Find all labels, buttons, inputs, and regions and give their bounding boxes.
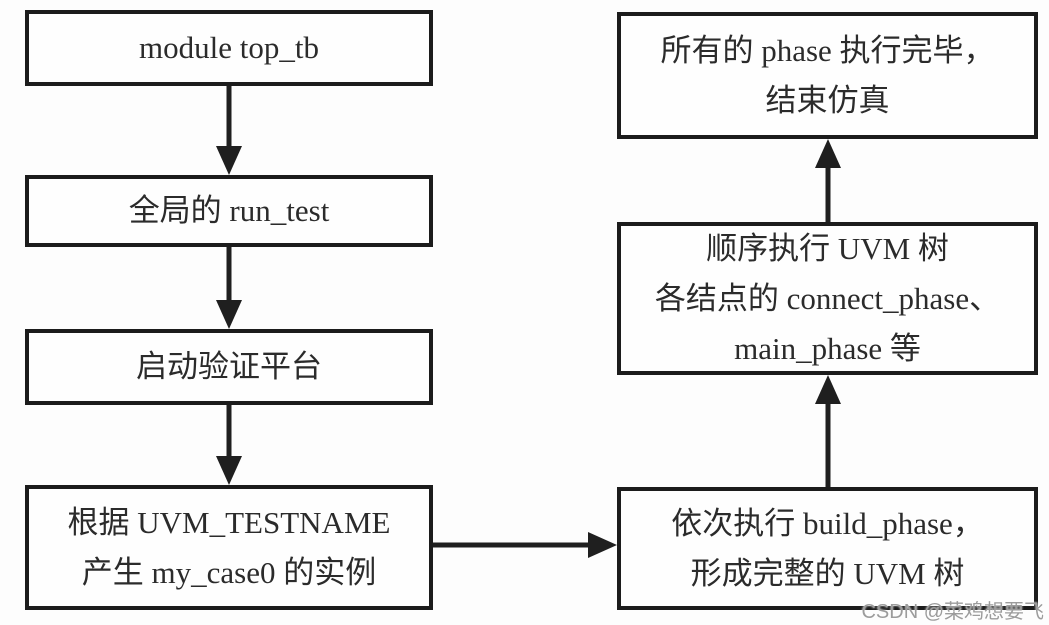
arrow-top-tb-to-run-test <box>216 86 242 175</box>
arrow-build-phase-to-run-phases <box>815 375 841 487</box>
node-finish: 所有的 phase 执行完毕， 结束仿真 <box>617 12 1038 139</box>
node-build-phase: 依次执行 build_phase， 形成完整的 UVM 树 <box>617 487 1038 610</box>
arrow-run-phases-to-finish <box>815 139 841 222</box>
arrow-start-platform-to-create-instance <box>216 405 242 485</box>
node-create-instance-label-line2: 产生 my_case0 的实例 <box>81 554 377 590</box>
node-build-phase-label-line2: 形成完整的 UVM 树 <box>690 555 965 591</box>
node-module-top-tb: module top_tb <box>25 10 433 86</box>
node-run-phases-label-line2: 各结点的 connect_phase、 <box>654 280 1001 316</box>
node-finish-label-line1: 所有的 phase 执行完毕， <box>660 32 995 68</box>
node-finish-label-line2: 结束仿真 <box>765 82 890 118</box>
node-run-phases: 顺序执行 UVM 树 各结点的 connect_phase、 main_phas… <box>617 222 1038 375</box>
node-run-phases-label-line1: 顺序执行 UVM 树 <box>706 230 949 266</box>
node-run-phases-label-line3: main_phase 等 <box>734 330 921 366</box>
node-start-platform: 启动验证平台 <box>25 329 433 405</box>
arrow-create-instance-to-build-phase <box>432 532 617 558</box>
node-create-instance-label-line1: 根据 UVM_TESTNAME <box>67 504 391 540</box>
node-module-top-tb-label: module top_tb <box>139 30 319 65</box>
node-run-test: 全局的 run_test <box>25 175 433 247</box>
watermark: CSDN @菜鸡想要飞 <box>861 601 1044 623</box>
node-start-platform-label: 启动验证平台 <box>136 349 322 384</box>
node-create-instance: 根据 UVM_TESTNAME 产生 my_case0 的实例 <box>25 485 433 610</box>
node-build-phase-label-line1: 依次执行 build_phase， <box>671 505 984 541</box>
node-run-test-label: 全局的 run_test <box>128 193 330 228</box>
arrow-run-test-to-start-platform <box>216 247 242 329</box>
